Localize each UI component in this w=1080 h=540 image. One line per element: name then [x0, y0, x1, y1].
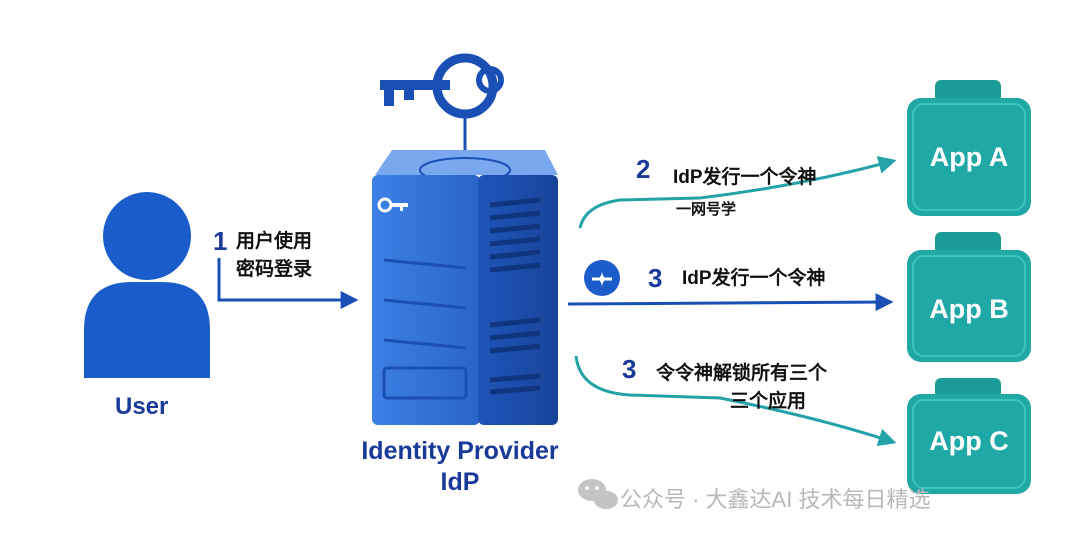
step-3a-number: 3	[648, 263, 663, 293]
step-1-line1: 用户使用	[236, 231, 313, 252]
arrow-to-app-b	[567, 293, 894, 312]
app-b-box	[907, 232, 1031, 362]
watermark-text: 公众号 · 大鑫达AI 技术每日精选	[620, 487, 931, 512]
app-c-box	[907, 378, 1031, 494]
step-2-line2: 一网号学	[676, 201, 737, 218]
app-a-label: App A	[929, 142, 1009, 172]
app-c-label: App C	[929, 426, 1009, 456]
idp-name-line2: IdP	[440, 468, 480, 496]
token-badge-icon	[584, 260, 620, 296]
arrow-to-app-c	[574, 355, 897, 447]
user-label: User	[115, 393, 169, 420]
step-1-line2: 密码登录	[236, 259, 313, 280]
user-silhouette-icon	[84, 192, 210, 378]
step-2-line1: IdP发行一个令神	[673, 167, 817, 188]
app-a-box	[907, 80, 1031, 216]
idp-name-line1: Identity Provider	[361, 437, 559, 465]
server-tower-icon	[372, 150, 558, 425]
wechat-icon	[578, 479, 618, 509]
arrow-to-app-a	[578, 156, 897, 229]
step-3b-number: 3	[622, 354, 637, 384]
step-1-number: 1	[213, 226, 228, 256]
step-2-number: 2	[636, 154, 651, 184]
step-3a-line1: IdP发行一个令神	[682, 268, 826, 289]
step-3b-line2: 三个应用	[730, 391, 807, 412]
app-b-label: App B	[929, 294, 1009, 324]
step-3b-line1: 令令神解锁所有三个	[656, 363, 828, 384]
arrow-login	[217, 258, 359, 309]
